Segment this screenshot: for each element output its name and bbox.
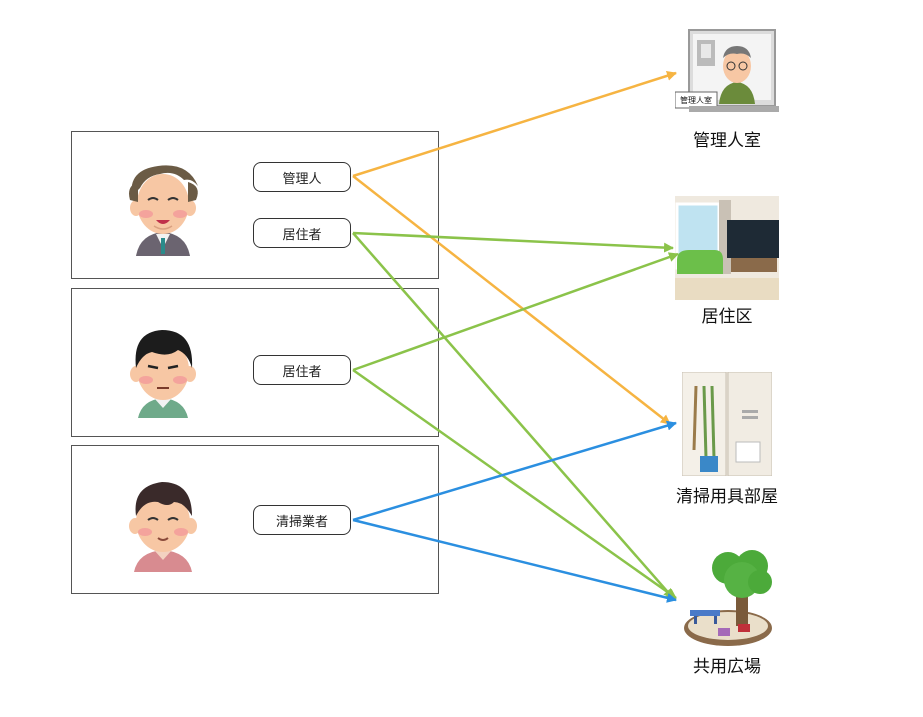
- residential-area-illustration: [675, 196, 779, 300]
- place-label-cleaning-room: 清掃用具部屋: [676, 487, 778, 507]
- arrow-cleaner-to-common-plaza: [352, 518, 677, 603]
- role-cleaner: 清掃業者: [253, 505, 351, 535]
- place-label-manager-room: 管理人室: [693, 131, 761, 151]
- place-label-common-plaza: 共用広場: [693, 657, 761, 677]
- arrow-manager-to-manager-room: [352, 70, 677, 178]
- role-manager: 管理人: [253, 162, 351, 192]
- elderly-manager-avatar: [129, 165, 198, 256]
- common-plaza-illustration: [684, 550, 772, 646]
- arrow-manager-to-cleaning-room: [352, 175, 671, 425]
- manager-room-sign: 管理人室: [680, 96, 712, 105]
- manager-room-illustration: [675, 29, 779, 112]
- young-resident-avatar: [130, 330, 196, 418]
- role-resident: 居住者: [253, 355, 351, 385]
- arrow-cleaner-to-cleaning-room: [352, 420, 677, 522]
- cleaning-room-illustration: [682, 372, 772, 476]
- arrow-resident-to-residential-area: [352, 231, 674, 253]
- place-label-residential-area: 居住区: [701, 307, 753, 327]
- arrow-resident-to-common-plaza: [352, 232, 674, 599]
- role-resident: 居住者: [253, 218, 351, 248]
- cleaner-worker-avatar: [129, 482, 197, 572]
- arrow-resident2-to-residential-area: [352, 252, 679, 372]
- arrow-resident2-to-common-plaza: [352, 368, 677, 600]
